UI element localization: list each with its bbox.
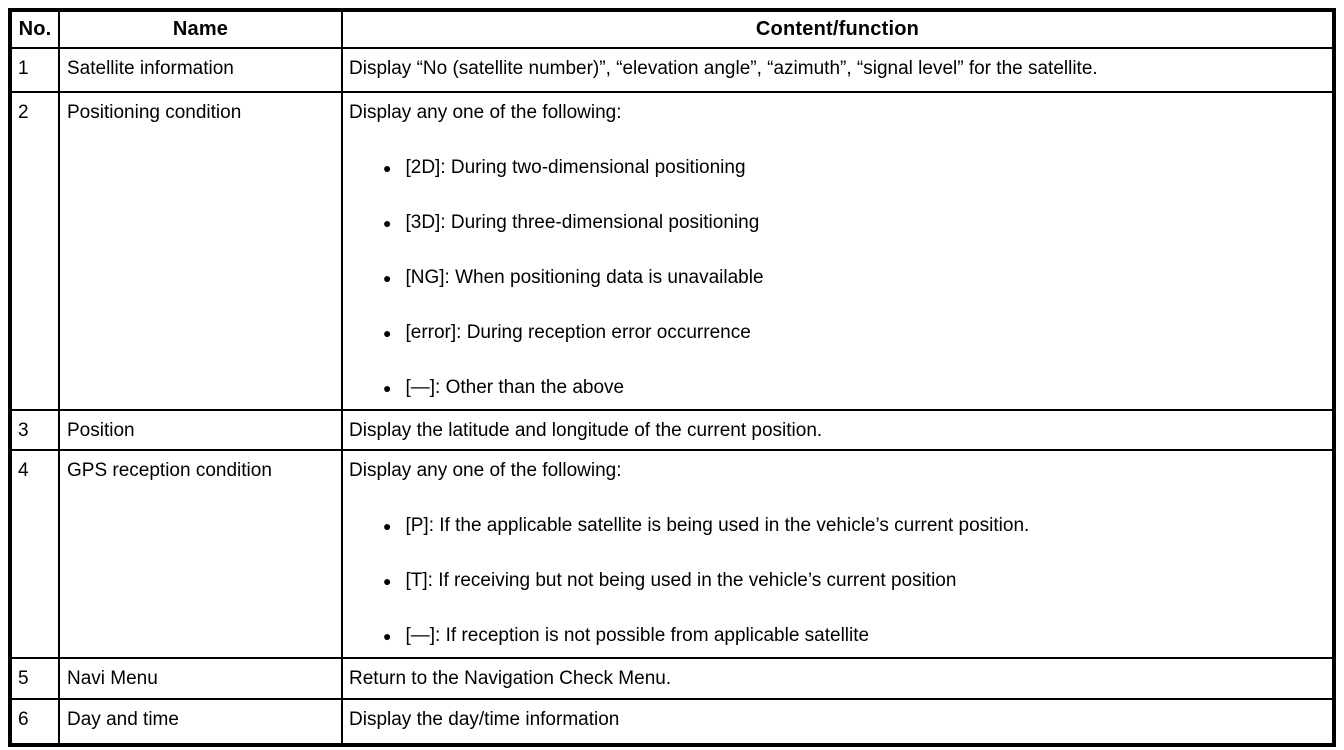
bullet-text: [P]: If the applicable satellite is bein… [405,515,1030,536]
row-number-cell: 5 [9,657,60,700]
row-content-cell: Display the day/time information [341,698,1335,746]
content-text: Display the day/time information [349,709,620,730]
row-content-cell: Display the latitude and longitude of th… [341,409,1335,451]
row-content-cell: Display “No (satellite number)”, “elevat… [341,47,1335,93]
table-header-row: No. Name Content/function [9,9,1335,49]
row-name-cell: Navi Menu [58,657,343,700]
row-name-cell: Positioning condition [58,91,343,411]
header-no: No. [9,9,60,49]
bullet-icon: ● [383,573,392,589]
bullet-text: [T]: If receiving but not being used in … [405,570,957,591]
bullet-item: ● [—]: If reception is not possible from… [383,625,1326,647]
content-text: Display any one of the following: [349,460,622,481]
bullet-icon: ● [383,270,392,286]
spec-table: No. Name Content/function 1 Satellite in… [8,8,1336,747]
row-number-cell: 3 [9,409,60,451]
row-name-cell: Position [58,409,343,451]
bullet-item: ● [P]: If the applicable satellite is be… [383,515,1326,537]
table-row: 2 Positioning condition Display any one … [9,91,1335,411]
content-text: Display the latitude and longitude of th… [349,420,823,441]
bullet-item: ● [NG]: When positioning data is unavail… [383,267,1326,289]
row-number-cell: 6 [9,698,60,746]
table-row: 3 Position Display the latitude and long… [9,409,1335,451]
row-content-cell: Display any one of the following: ● [P]:… [341,449,1335,659]
bullet-item: ● [3D]: During three-dimensional positio… [383,212,1326,234]
row-name-cell: Day and time [58,698,343,746]
row-number-cell: 4 [9,449,60,659]
row-content-cell: Return to the Navigation Check Menu. [341,657,1335,700]
table-row: 5 Navi Menu Return to the Navigation Che… [9,657,1335,700]
bullet-item: ● [error]: During reception error occurr… [383,322,1326,344]
row-number-cell: 1 [9,47,60,93]
content-text: Return to the Navigation Check Menu. [349,668,672,689]
bullet-icon: ● [383,215,392,231]
header-content-function: Content/function [341,9,1335,49]
bullet-icon: ● [383,518,392,534]
bullet-text: [2D]: During two-dimensional positioning [405,157,746,178]
bullet-text: [—]: Other than the above [405,377,625,398]
content-text: Display “No (satellite number)”, “elevat… [349,58,1098,79]
bullet-item: ● [T]: If receiving but not being used i… [383,570,1326,592]
bullet-item: ● [—]: Other than the above [383,377,1326,399]
bullet-icon: ● [383,628,392,644]
table-row: 6 Day and time Display the day/time info… [9,698,1335,746]
bullet-icon: ● [383,325,392,341]
table-row: 1 Satellite information Display “No (sat… [9,47,1335,93]
content-text: Display any one of the following: [349,102,622,123]
table-row: 4 GPS reception condition Display any on… [9,449,1335,659]
bullet-icon: ● [383,380,392,396]
row-name-cell: Satellite information [58,47,343,93]
bullet-text: [error]: During reception error occurren… [405,322,751,343]
bullet-list: ● [2D]: During two-dimensional positioni… [349,157,1326,399]
bullet-icon: ● [383,160,392,176]
row-name-cell: GPS reception condition [58,449,343,659]
row-number-cell: 2 [9,91,60,411]
bullet-text: [3D]: During three-dimensional positioni… [405,212,760,233]
bullet-item: ● [2D]: During two-dimensional positioni… [383,157,1326,179]
header-name: Name [58,9,343,49]
bullet-text: [—]: If reception is not possible from a… [405,625,870,646]
bullet-list: ● [P]: If the applicable satellite is be… [349,515,1326,647]
row-content-cell: Display any one of the following: ● [2D]… [341,91,1335,411]
bullet-text: [NG]: When positioning data is unavailab… [405,267,764,288]
